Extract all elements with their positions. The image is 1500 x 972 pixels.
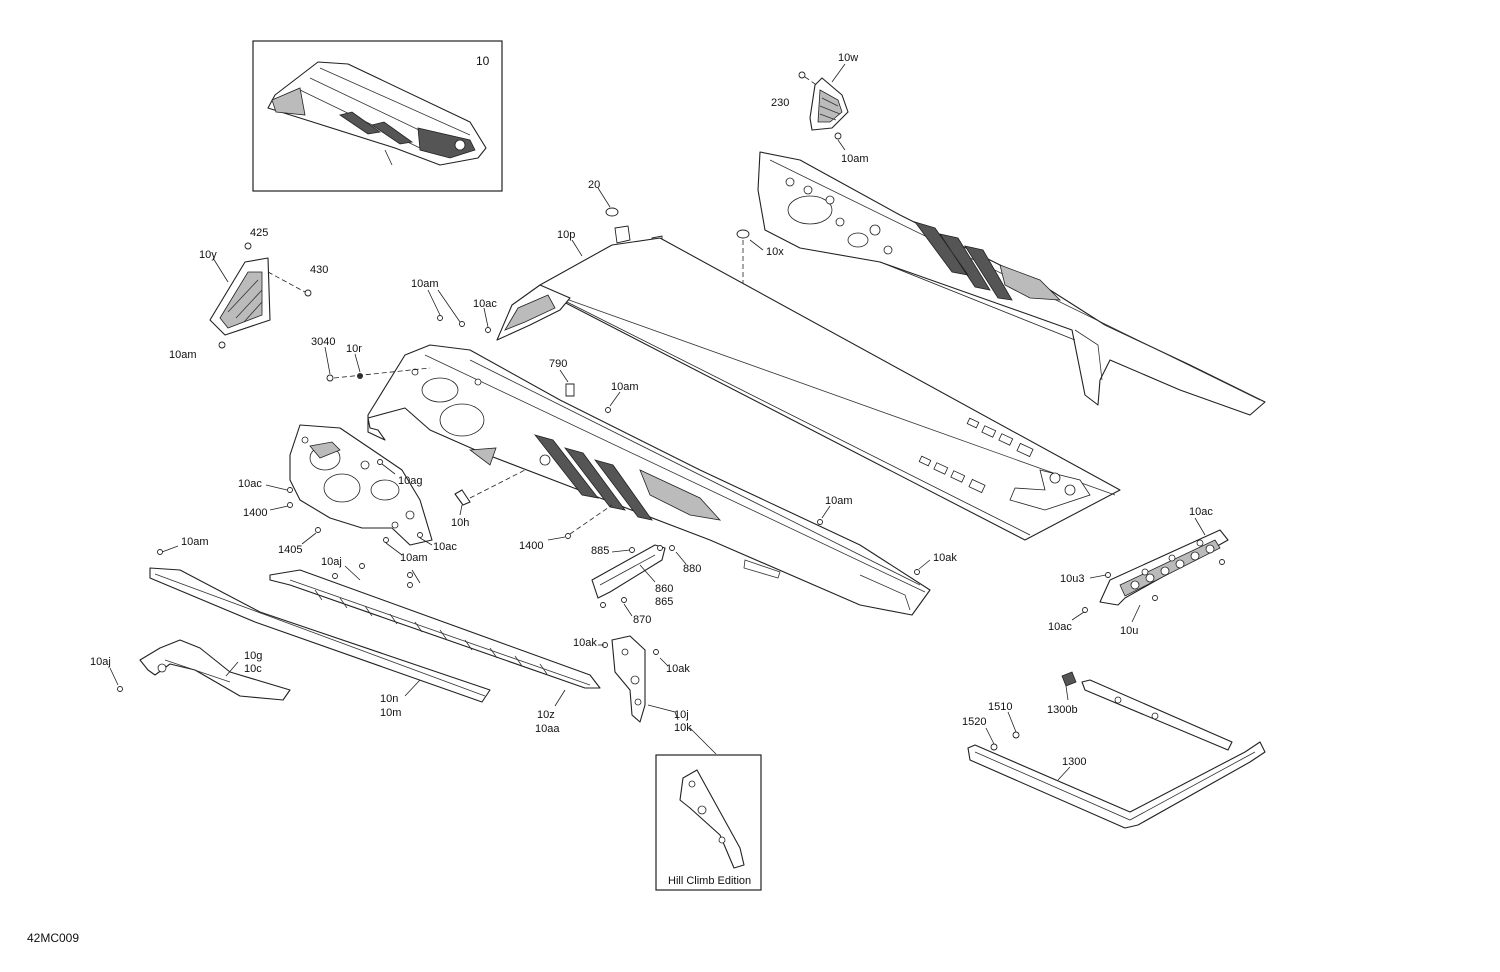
callout-10am-top: 10am [841, 153, 869, 165]
callout-1510: 1510 [988, 701, 1012, 713]
inset-hill-climb-edition: Hill Climb Edition [655, 754, 762, 891]
callout-20: 20 [588, 179, 600, 191]
callout-230: 230 [771, 97, 789, 109]
callout-860: 860 [655, 583, 673, 595]
plate-holes [1130, 539, 1215, 590]
callout-10ag: 10ag [398, 475, 422, 487]
callout-10am-right: 10am [825, 495, 853, 507]
part-10g-10c-bracket: 10aj 10g 10c [90, 639, 291, 701]
callout-10g: 10g [244, 650, 262, 662]
part-left-tunnel-side [367, 344, 931, 616]
part-10j-10k-bracket: 10ak 10ak 10j 10k [573, 635, 717, 755]
callout-10ac-inner: 10ac [238, 478, 262, 490]
callout-10r: 10r [346, 343, 362, 355]
callout-885: 885 [591, 545, 609, 557]
part-10y-step: 425 10y 430 10am [169, 227, 328, 361]
callout-10ak-right: 10ak [933, 552, 957, 564]
callout-10am-rail: 10am [411, 278, 439, 290]
callout-10j: 10j [674, 709, 689, 721]
callouts-left-rail-top: 10am 10ac [411, 278, 497, 333]
callout-10ak-bracket: 10ak [573, 637, 597, 649]
callout-430: 430 [310, 264, 328, 276]
callout-1405: 1405 [278, 544, 302, 556]
callout-10am-mid: 10am [611, 381, 639, 393]
part-10n-running-board: 10am 10n 10m [149, 536, 491, 719]
callout-10aj-bracket: 10aj [90, 656, 111, 668]
callout-10y: 10y [199, 249, 217, 261]
callout-1400-inner: 1400 [243, 507, 267, 519]
callout-10k: 10k [674, 722, 692, 734]
part-right-tunnel-side [757, 151, 1266, 416]
callout-880: 880 [683, 563, 701, 575]
part-inner-plate: 10ag 10ac 1400 1405 10am 10ac [238, 424, 457, 564]
callout-10aj-rail: 10aj [321, 556, 342, 568]
callout-10am-inner: 10am [400, 552, 428, 564]
callout-10w: 10w [838, 52, 858, 64]
part-10h-bracket: 10h [451, 469, 526, 529]
callout-10aa: 10aa [535, 723, 560, 735]
callout-10m: 10m [380, 707, 401, 719]
part-860-865-bracket: 885 880 860 865 870 [591, 544, 701, 626]
callout-865: 865 [655, 596, 673, 608]
callout-425: 425 [250, 227, 268, 239]
inset-caption: Hill Climb Edition [668, 875, 751, 887]
callout-10am-step: 10am [169, 349, 197, 361]
callout-1520: 1520 [962, 716, 986, 728]
part-10u-plate: 10ac 10u3 10ac 10u [1048, 506, 1229, 637]
callout-10x: 10x [766, 246, 784, 258]
callout-10u: 10u [1120, 625, 1138, 637]
callout-10c: 10c [244, 663, 262, 675]
callout-870: 870 [633, 614, 651, 626]
callout-10ac-inner-b: 10ac [433, 541, 457, 553]
callout-10ac-plate: 10ac [1189, 506, 1213, 518]
callout-790: 790 [549, 358, 567, 370]
vent-cutouts [918, 417, 1091, 511]
callout-3040: 3040 [311, 336, 335, 348]
inset-label: 10 [476, 54, 490, 68]
callouts-1400-10am-center: 1400 10am [519, 495, 853, 552]
callout-10n: 10n [380, 693, 398, 705]
diagram-id: 42MC009 [27, 931, 79, 945]
callout-1300: 1300 [1062, 756, 1086, 768]
inset-assembled-tunnel: 10 [252, 40, 503, 192]
callout-10ac-plate-b: 10ac [1048, 621, 1072, 633]
callout-10ac-rail: 10ac [473, 298, 497, 310]
callouts-3040-10r: 3040 10r [311, 336, 431, 382]
part-tunnel-top-plate [496, 237, 1121, 541]
part-10z-rail-bracket: 10aj 10z 10aa [269, 556, 601, 735]
part-10w-step: 10w 230 10am [771, 52, 869, 165]
callout-10p: 10p [557, 229, 575, 241]
callouts-790-10am: 790 10am [549, 358, 639, 413]
callout-10z: 10z [537, 709, 555, 721]
callout-1300b: 1300b [1047, 704, 1078, 716]
callout-10h: 10h [451, 517, 469, 529]
part-1300-bumper: 1300b 1510 1520 1300 [962, 671, 1266, 829]
callout-10ak-rail: 10ak [914, 552, 957, 575]
callout-10u3: 10u3 [1060, 573, 1084, 585]
callout-10ak-bracket-b: 10ak [666, 663, 690, 675]
callout-10am-board: 10am [181, 536, 209, 548]
callout-1400-center: 1400 [519, 540, 543, 552]
